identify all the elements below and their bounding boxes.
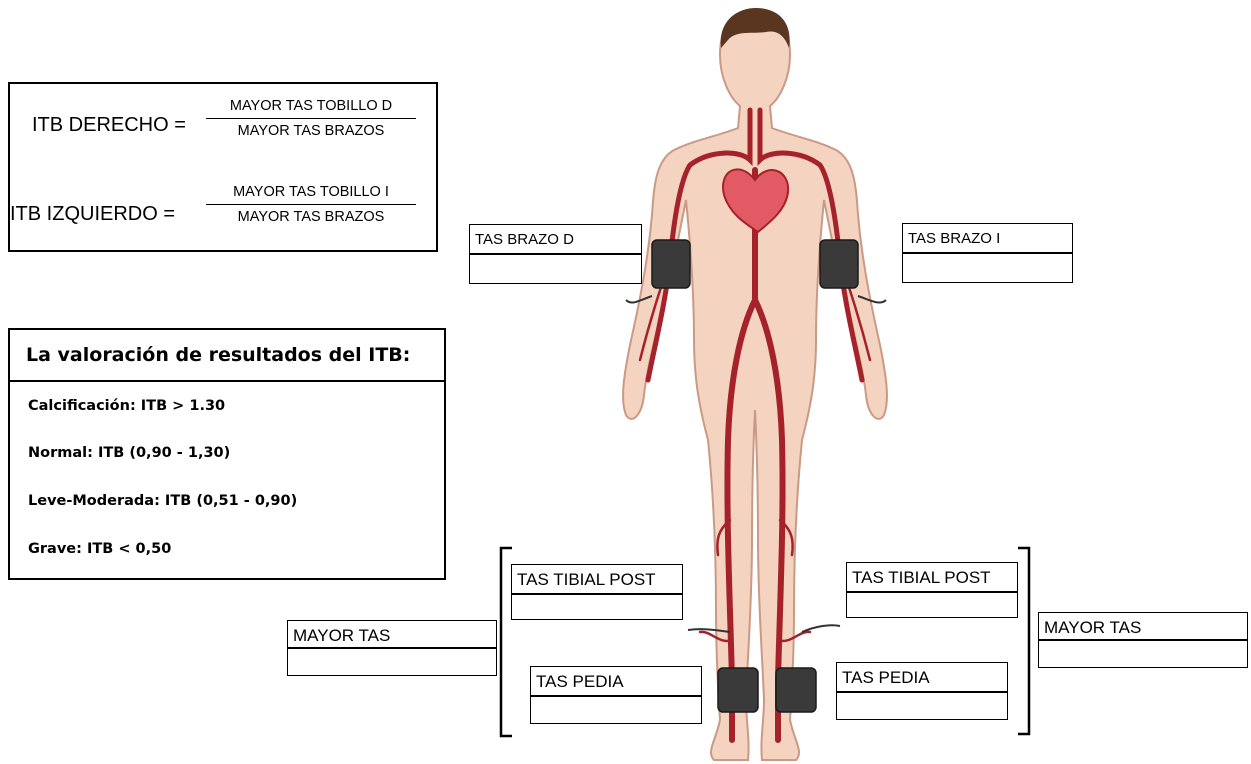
field-tas-tibial-post-i-label: TAS TIBIAL POST	[846, 562, 1018, 592]
field-tas-tibial-post-d-label: TAS TIBIAL POST	[511, 564, 683, 594]
input-tas-pedia-d[interactable]	[530, 696, 702, 724]
cuff-ankle-left	[776, 668, 816, 712]
tas-pedia-i-label: TAS PEDIA	[837, 663, 1007, 693]
input-tas-brazo-d[interactable]	[469, 254, 642, 284]
cuff-arm-left	[820, 240, 858, 288]
result-item-normal: Normal: ITB (0,90 - 1,30)	[28, 445, 230, 461]
formula-right: ITB DERECHO = MAYOR TAS TOBILLO D MAYOR …	[10, 92, 436, 152]
results-title: La valoración de resultados del ITB:	[10, 330, 444, 382]
field-tas-brazo-i-label: TAS BRAZO I	[902, 223, 1073, 253]
cuff-ankle-right	[718, 668, 758, 712]
mayor-tas-d-label: MAYOR TAS	[288, 621, 496, 651]
tas-tibial-post-i-label: TAS TIBIAL POST	[847, 563, 1017, 593]
tas-brazo-d-label: TAS BRAZO D	[470, 225, 641, 255]
itb-formula-box: ITB DERECHO = MAYOR TAS TOBILLO D MAYOR …	[8, 82, 438, 252]
formula-right-fraction: MAYOR TAS TOBILLO D MAYOR TAS BRAZOS	[206, 98, 416, 139]
result-item-calcificacion: Calcificación: ITB > 1.30	[28, 398, 225, 414]
formula-right-lhs: ITB DERECHO =	[32, 114, 186, 137]
formula-right-numerator: MAYOR TAS TOBILLO D	[206, 98, 416, 119]
bracket-right-leg	[496, 546, 516, 738]
input-tas-tibial-post-i[interactable]	[846, 592, 1018, 618]
tas-brazo-i-label: TAS BRAZO I	[903, 224, 1072, 254]
field-tas-brazo-d-label: TAS BRAZO D	[469, 224, 642, 254]
formula-right-denominator: MAYOR TAS BRAZOS	[206, 119, 416, 139]
formula-left-lhs: ITB IZQUIERDO =	[10, 203, 175, 226]
input-mayor-tas-i[interactable]	[1038, 640, 1248, 668]
formula-left: ITB IZQUIERDO = MAYOR TAS TOBILLO I MAYO…	[10, 170, 436, 230]
human-body-arteries-illustration	[590, 0, 920, 764]
cuff-arm-right	[652, 240, 690, 288]
input-tas-brazo-i[interactable]	[902, 253, 1073, 283]
tas-tibial-post-d-label: TAS TIBIAL POST	[512, 565, 682, 595]
results-table: La valoración de resultados del ITB: Cal…	[8, 328, 446, 580]
field-tas-pedia-d-label: TAS PEDIA	[530, 666, 702, 696]
mayor-tas-i-label: MAYOR TAS	[1039, 613, 1247, 643]
formula-left-fraction: MAYOR TAS TOBILLO I MAYOR TAS BRAZOS	[206, 184, 416, 225]
input-tas-tibial-post-d[interactable]	[511, 594, 683, 620]
field-mayor-tas-d-label: MAYOR TAS	[287, 620, 497, 648]
field-tas-pedia-i-label: TAS PEDIA	[836, 662, 1008, 692]
bracket-left-leg	[1014, 546, 1034, 736]
field-mayor-tas-i-label: MAYOR TAS	[1038, 612, 1248, 640]
tas-pedia-d-label: TAS PEDIA	[531, 667, 701, 697]
input-tas-pedia-i[interactable]	[836, 692, 1008, 720]
result-item-leve-moderada: Leve-Moderada: ITB (0,51 - 0,90)	[28, 493, 297, 509]
formula-left-denominator: MAYOR TAS BRAZOS	[206, 205, 416, 225]
input-mayor-tas-d[interactable]	[287, 648, 497, 676]
formula-left-numerator: MAYOR TAS TOBILLO I	[206, 184, 416, 205]
body-silhouette	[623, 10, 887, 760]
result-item-grave: Grave: ITB < 0,50	[28, 541, 171, 557]
